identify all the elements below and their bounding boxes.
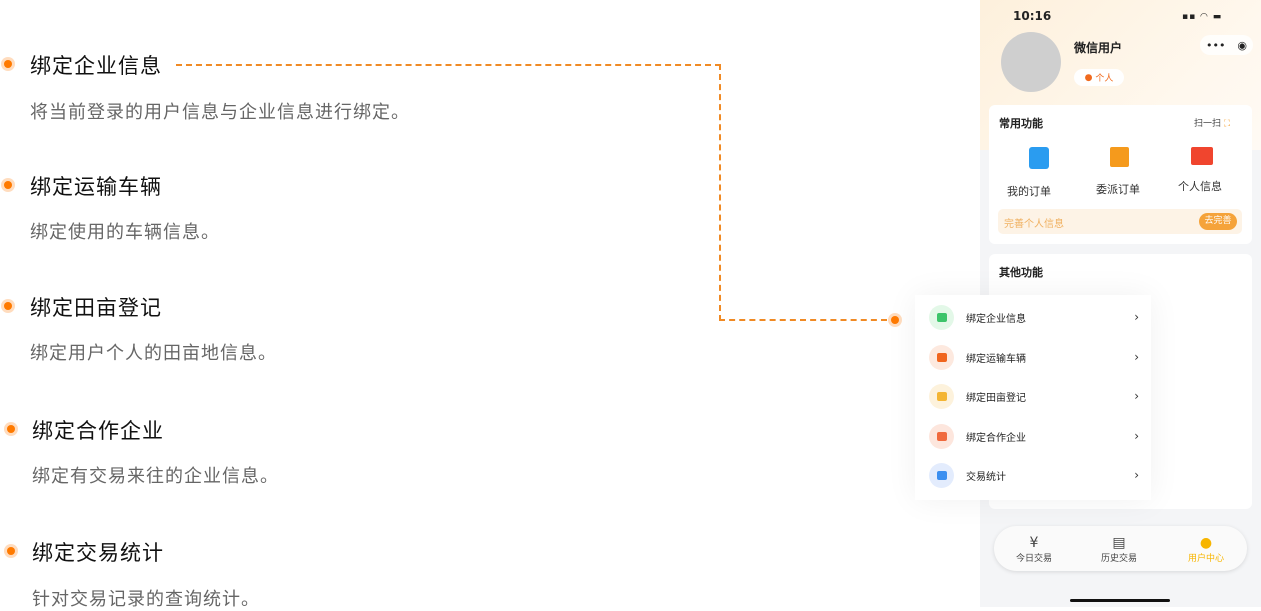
bullet-icon — [1, 57, 15, 71]
personal-info[interactable]: 个人信息 — [1178, 180, 1222, 193]
chart-icon — [929, 304, 954, 330]
delegated-orders[interactable]: 委派订单 — [1096, 183, 1140, 196]
cart-icon — [929, 423, 954, 449]
target-icon[interactable]: ◉ — [1237, 38, 1247, 52]
menu-item-bind-enterprise[interactable]: 绑定企业信息 › — [929, 304, 1139, 330]
history-icon: ▤ — [1112, 535, 1126, 551]
feature-desc: 将当前登录的用户信息与企业信息进行绑定。 — [30, 102, 410, 123]
feature-desc: 绑定有交易来往的企业信息。 — [32, 466, 279, 487]
my-orders[interactable]: 我的订单 — [1007, 185, 1051, 198]
complete-info-banner[interactable]: 完善个人信息 去完善 — [998, 209, 1242, 234]
connector-line — [719, 64, 721, 321]
bullet-icon — [4, 422, 18, 436]
menu-item-label: 绑定运输车辆 — [966, 353, 1026, 365]
feature-desc: 绑定使用的车辆信息。 — [30, 222, 220, 243]
tab-bar — [994, 526, 1247, 571]
home-indicator — [1070, 599, 1170, 602]
scan-button[interactable]: 扫一扫 ⛶ — [1194, 116, 1230, 129]
menu-item-label: 绑定田亩登记 — [966, 392, 1026, 404]
chevron-right-icon: › — [1134, 429, 1139, 443]
chevron-right-icon: › — [1134, 310, 1139, 324]
menu-item-label: 交易统计 — [966, 471, 1006, 483]
user-tag: ●个人 — [1074, 69, 1124, 86]
bullet-icon — [1, 178, 15, 192]
connector-dot-icon — [888, 313, 902, 327]
menu-item-bind-vehicle[interactable]: 绑定运输车辆 › — [929, 344, 1139, 370]
bullet-icon — [4, 544, 18, 558]
tab-label: 历史交易 — [1100, 554, 1137, 564]
yen-icon: ¥ — [1029, 535, 1039, 551]
scan-icon: ⛶ — [1223, 119, 1231, 129]
capsule-menu[interactable]: ••• ◉ — [1200, 35, 1253, 55]
scan-label: 扫一扫 — [1194, 119, 1222, 129]
delegate-icon[interactable] — [1110, 147, 1129, 167]
menu-item-label: 绑定合作企业 — [966, 432, 1026, 444]
report-icon — [929, 462, 954, 488]
feature-title: 绑定田亩登记 — [30, 296, 162, 320]
feature-title: 绑定合作企业 — [32, 419, 164, 443]
bullet-icon — [1, 299, 15, 313]
chevron-right-icon: › — [1134, 389, 1139, 403]
more-icon[interactable]: ••• — [1205, 38, 1226, 52]
user-tag-label: 个人 — [1095, 74, 1114, 84]
profile-icon[interactable] — [1191, 147, 1213, 165]
tab-history[interactable]: ▤ 历史交易 — [1079, 535, 1159, 564]
avatar[interactable] — [1001, 32, 1061, 92]
common-functions-card: 常用功能 扫一扫 ⛶ 我的订单 委派订单 个人信息 完善个人信息 去完善 — [989, 105, 1252, 244]
tab-label: 用户中心 — [1187, 554, 1224, 564]
connector-line — [176, 64, 721, 66]
other-functions-menu: 绑定企业信息 › 绑定运输车辆 › 绑定田亩登记 › 绑定合作企业 › 交易统计 › — [915, 295, 1151, 500]
feature-desc: 针对交易记录的查询统计。 — [32, 589, 260, 610]
note-icon — [929, 383, 954, 409]
chevron-right-icon: › — [1134, 468, 1139, 482]
feature-title: 绑定交易统计 — [32, 541, 164, 565]
menu-item-bind-partner[interactable]: 绑定合作企业 › — [929, 423, 1139, 449]
user-icon: ● — [1199, 535, 1213, 551]
feature-title: 绑定运输车辆 — [30, 175, 162, 199]
tab-today[interactable]: ¥ 今日交易 — [994, 535, 1074, 564]
menu-item-trade-stats[interactable]: 交易统计 › — [929, 462, 1139, 488]
person-icon: ● — [1084, 72, 1093, 83]
feature-title: 绑定企业信息 — [30, 54, 162, 78]
wallet-icon — [929, 344, 954, 370]
complete-button[interactable]: 去完善 — [1199, 213, 1237, 230]
menu-item-label: 绑定企业信息 — [966, 313, 1026, 325]
tab-label: 今日交易 — [1015, 554, 1052, 564]
status-icons: ▪▪ ◠ ▬ — [1182, 12, 1223, 22]
order-icon[interactable] — [1029, 147, 1049, 169]
tab-user-center[interactable]: ● 用户中心 — [1166, 535, 1246, 564]
feature-desc: 绑定用户个人的田亩地信息。 — [30, 343, 277, 364]
status-time: 10:16 — [1013, 9, 1052, 23]
section-title: 常用功能 — [999, 117, 1043, 130]
menu-item-bind-farmland[interactable]: 绑定田亩登记 › — [929, 383, 1139, 409]
connector-line — [719, 319, 887, 321]
user-name: 微信用户 — [1074, 41, 1123, 55]
chevron-right-icon: › — [1134, 350, 1139, 364]
banner-text: 完善个人信息 — [1004, 219, 1064, 230]
section-title: 其他功能 — [999, 266, 1043, 279]
